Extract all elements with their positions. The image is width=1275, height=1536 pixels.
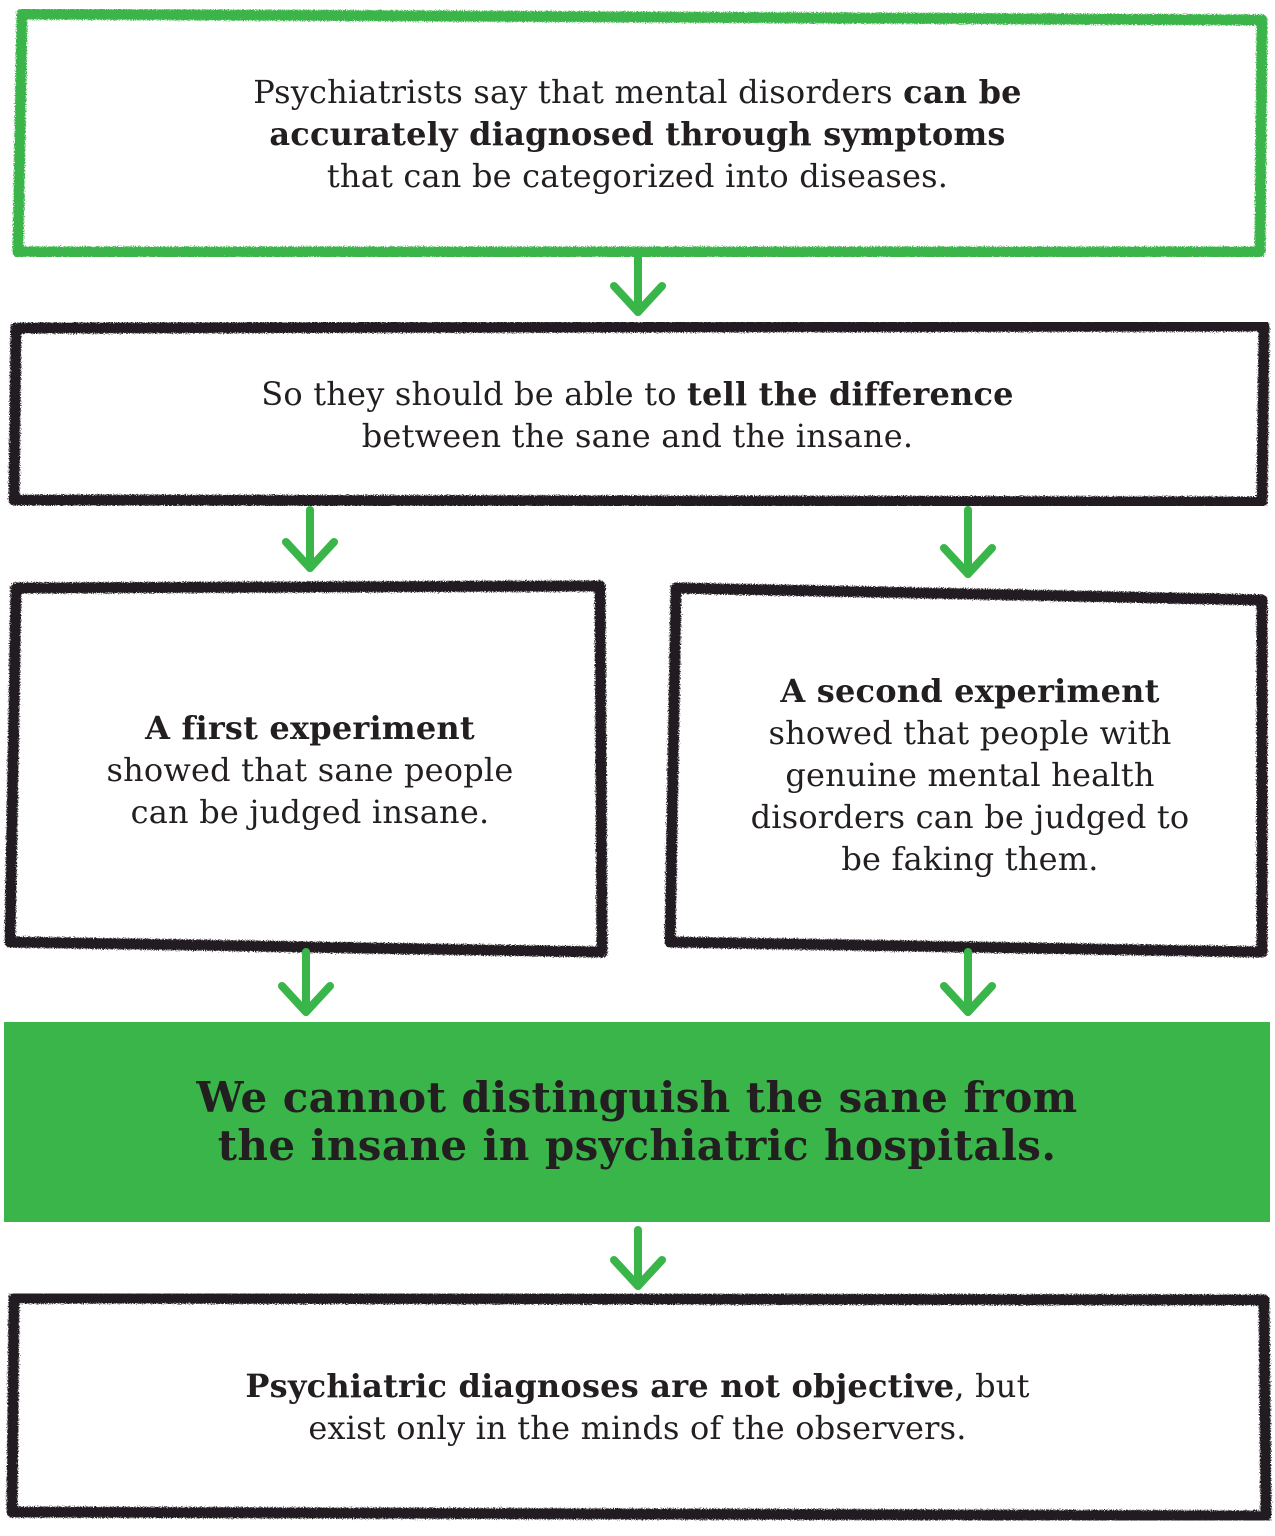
- arrow-experiment-two-to-conclusion: [940, 948, 996, 1016]
- premise-text: Psychiatrists say that mental disorders …: [223, 71, 1053, 197]
- arrow-conclusion-to-final: [610, 1226, 666, 1290]
- premise-box-border: [12, 8, 1268, 258]
- experiment-two-title: A second experiment: [780, 672, 1160, 710]
- inference-box-border: [8, 320, 1270, 508]
- arrow-inference-to-experiment-two: [940, 506, 996, 578]
- inference-box: So they should be able to tell the diffe…: [30, 340, 1245, 490]
- inference-text: So they should be able to tell the diffe…: [261, 373, 1014, 457]
- final-box-border: [6, 1292, 1272, 1522]
- experiment-one-text: A first experiment showed that sane peop…: [85, 707, 535, 833]
- premise-text-bold: can be accurately diagnosed through symp…: [269, 73, 1022, 153]
- arrow-experiment-one-to-conclusion: [278, 948, 334, 1016]
- experiment-one-box-border: [4, 580, 608, 958]
- final-box: Psychiatric diagnoses are not objective,…: [30, 1312, 1245, 1502]
- experiment-one-box: A first experiment showed that sane peop…: [30, 600, 590, 940]
- conclusion-box-fill: [4, 1022, 1270, 1222]
- experiment-one-title: A first experiment: [145, 709, 475, 747]
- inference-text-after: between the sane and the insane.: [361, 417, 914, 455]
- experiment-one-body: showed that sane people can be judged in…: [106, 751, 514, 831]
- inference-text-bold: tell the difference: [687, 375, 1014, 413]
- experiment-two-box: A second experiment showed that people w…: [690, 610, 1250, 940]
- experiment-two-text: A second experiment showed that people w…: [750, 670, 1190, 880]
- premise-text-after: that can be categorized into diseases.: [326, 157, 949, 195]
- final-text-bold: Psychiatric diagnoses are not objective: [245, 1367, 955, 1405]
- final-text-after: , but exist only in the minds of the obs…: [308, 1367, 1030, 1447]
- premise-text-before: Psychiatrists say that mental disorders: [253, 73, 904, 111]
- premise-box: Psychiatrists say that mental disorders …: [40, 34, 1235, 234]
- inference-text-before: So they should be able to: [261, 375, 688, 413]
- conclusion-text: We cannot distinguish the sane from the …: [196, 1073, 1078, 1170]
- arrow-premise-to-inference: [610, 254, 666, 316]
- experiment-two-body: showed that people with genuine mental h…: [750, 714, 1190, 878]
- final-text: Psychiatric diagnoses are not objective,…: [208, 1365, 1068, 1449]
- arrow-inference-to-experiment-one: [282, 506, 338, 572]
- conclusion-box: We cannot distinguish the sane from the …: [4, 1022, 1270, 1222]
- experiment-two-box-border: [664, 582, 1268, 958]
